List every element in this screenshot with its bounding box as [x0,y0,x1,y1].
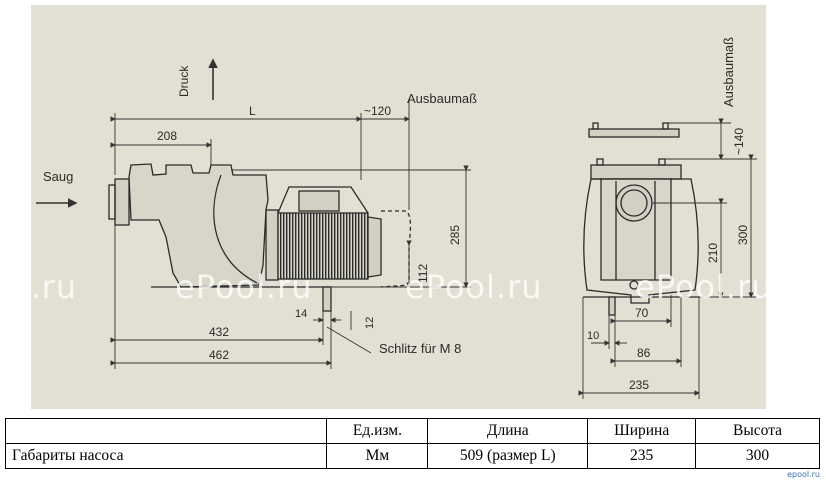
label-ausbau-top: Ausbaumaß [407,91,477,106]
watermark: ePool.ru [405,268,543,306]
dim-462: 462 [209,348,229,362]
dim-235: 235 [629,378,649,392]
watermark: ePool.ru [635,268,773,306]
table-cell: Габариты насоса [4,443,328,469]
label-druck: Druck [177,65,191,97]
dim-285: 285 [448,225,462,245]
table-header-cell: Ед.изм. [326,418,429,444]
label-ausbau-right: Ausbaumaß [721,37,736,107]
table-header-cell: Ширина [587,418,697,444]
corner-logo: epool.ru [787,470,820,479]
table-header-row: Ед.изм. Длина Ширина Высота [4,418,820,444]
pump-dimensions-table: Ед.изм. Длина Ширина Высота Габариты нас… [4,418,820,469]
dim-14: 14 [295,308,307,320]
watermark: ol.ru [0,268,78,306]
dim-70: 70 [635,306,649,320]
label-saug: Saug [43,169,73,184]
table-header-cell [4,418,328,444]
pump-dimension-drawing: Druck Saug L Ausbaumaß 208 ~120 285 112 … [31,5,766,409]
table-cell: 300 [695,443,820,469]
dim-12: 12 [364,317,376,329]
dim-112: 112 [416,264,430,283]
dim-432: 432 [209,325,229,339]
table-cell: Мм [326,443,429,469]
dim-208: 208 [157,129,177,143]
watermark: ePool.ru [175,268,313,306]
dim-120: ~120 [364,104,391,118]
dim-210: 210 [706,243,720,263]
dim-300: 300 [736,225,750,245]
table-header-cell: Высота [695,418,820,444]
dim-86: 86 [637,346,651,360]
label-schlitz: Schlitz für M 8 [379,341,461,356]
table-header-cell: Длина [427,418,589,444]
dim-10: 10 [587,330,599,342]
dim-L: L [249,104,256,118]
table-cell: 235 [587,443,697,469]
table-cell: 509 (размер L) [427,443,589,469]
dim-140: ~140 [732,128,746,155]
table-row: Габариты насоса Мм 509 (размер L) 235 30… [4,443,820,469]
